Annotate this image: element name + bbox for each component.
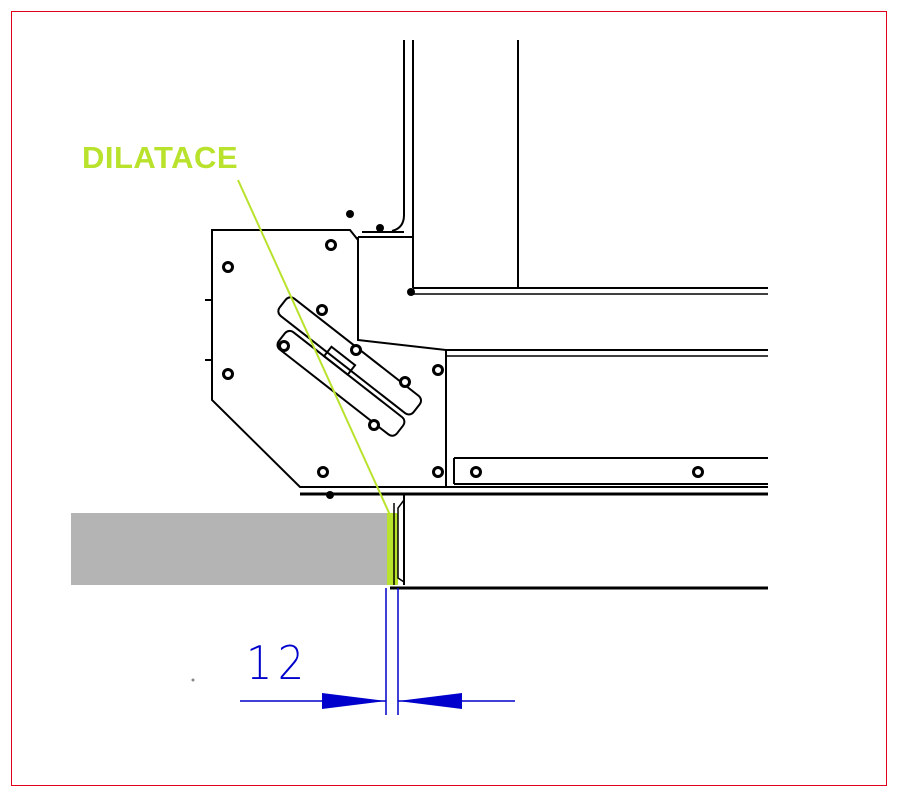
dot-mark [191,678,195,682]
structure-lines [205,40,768,590]
dimension-arrow-right [398,693,462,709]
callout-leader [237,179,391,516]
drawing-frame [11,11,887,786]
callout-label: DILATACE [82,140,239,175]
dimension-value: 12 [246,636,310,690]
dimension-arrow-left [322,693,386,709]
dilatation-gap [387,513,398,585]
bolts [222,210,704,499]
grey-slab [71,513,388,585]
